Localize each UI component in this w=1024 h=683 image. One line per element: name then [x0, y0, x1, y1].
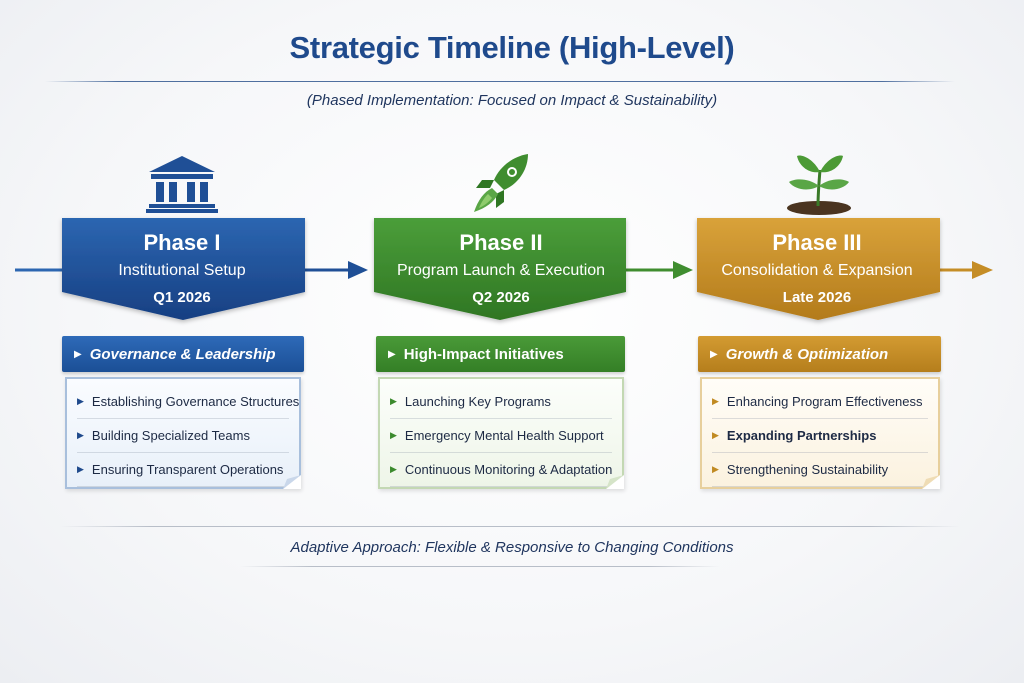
phase-3-name: Phase III [772, 230, 862, 255]
phase-3-focus: Growth & Optimization [725, 345, 889, 363]
bullet-icon: ▶ [390, 430, 397, 440]
sprout-icon [787, 155, 851, 215]
footer-divider-top [60, 526, 960, 527]
page-fold-icon [283, 475, 301, 489]
arrow-head-1 [348, 261, 368, 279]
phase-2-banner [374, 218, 626, 320]
phase-2-name: Phase II [459, 230, 543, 255]
phase-1-date: Q1 2026 [153, 289, 211, 306]
list-item: ▶Emergency Mental Health Support [390, 419, 612, 453]
phase-2-focus: High-Impact Initiatives [403, 345, 564, 363]
bullet-icon: ▶ [390, 464, 397, 474]
list-item: ▶Ensuring Transparent Operations [77, 453, 289, 487]
phase-1-focus: Governance & Leadership [89, 345, 276, 363]
phase-1-header: Phase I Institutional Setup Q1 2026 [62, 230, 302, 306]
list-item: ▶Continuous Monitoring & Adaptation [390, 453, 612, 487]
triangle-bullet-icon: ▶ [74, 348, 82, 360]
phase-2-subtitle: Program Launch & Execution [396, 262, 606, 279]
triangle-bullet-icon: ▶ [388, 348, 396, 360]
arrow-head-3 [972, 261, 993, 279]
phase-3-header: Phase III Consolidation & Expansion Late… [697, 230, 937, 306]
phase-2-focus-bar: ▶ High-Impact Initiatives [376, 336, 625, 372]
phase-2-date: Q2 2026 [472, 289, 530, 306]
institution-icon [146, 156, 218, 213]
phase-2-header: Phase II Program Launch & Execution Q2 2… [381, 230, 621, 306]
phase-3-banner [697, 218, 940, 320]
phase-3-card: ▶Enhancing Program Effectiveness ▶Expand… [700, 377, 940, 489]
list-item: ▶Building Specialized Teams [77, 419, 289, 453]
phase-3-focus-bar: ▶ Growth & Optimization [698, 336, 941, 372]
phase-3-date: Late 2026 [782, 289, 852, 306]
list-item: ▶Launching Key Programs [390, 385, 612, 419]
page-title: Strategic Timeline (High-Level) [289, 30, 735, 65]
bullet-icon: ▶ [390, 396, 397, 406]
timeline-line [15, 261, 993, 279]
footer-note: Adaptive Approach: Flexible & Responsive… [290, 539, 734, 556]
bullet-icon: ▶ [77, 396, 84, 406]
list-item: ▶Enhancing Program Effectiveness [712, 385, 928, 419]
phase-1-focus-bar: ▶ Governance & Leadership [62, 336, 304, 372]
rocket-icon [474, 154, 528, 212]
title-divider [45, 81, 955, 82]
phase-2-card: ▶Launching Key Programs ▶Emergency Menta… [378, 377, 624, 489]
bullet-icon: ▶ [712, 464, 719, 474]
arrow-head-2 [673, 261, 693, 279]
phase-3-subtitle: Consolidation & Expansion [721, 262, 913, 279]
bullet-icon: ▶ [77, 430, 84, 440]
bullet-icon: ▶ [77, 464, 84, 474]
bullet-icon: ▶ [712, 430, 719, 440]
page-fold-icon [922, 475, 940, 489]
phase-1-banner [62, 218, 305, 320]
list-item: ▶Establishing Governance Structures [77, 385, 299, 419]
phase-1-card: ▶Establishing Governance Structures ▶Bui… [65, 377, 301, 489]
footer-divider-bottom [240, 566, 720, 567]
page-subtitle: (Phased Implementation: Focused on Impac… [306, 92, 718, 109]
bullet-icon: ▶ [712, 396, 719, 406]
list-item: ▶Expanding Partnerships [712, 419, 928, 453]
phase-1-subtitle: Institutional Setup [118, 262, 246, 279]
triangle-bullet-icon: ▶ [710, 348, 718, 360]
page-fold-icon [606, 475, 624, 489]
phase-1-name: Phase I [143, 230, 221, 255]
list-item: ▶Strengthening Sustainability [712, 453, 928, 487]
